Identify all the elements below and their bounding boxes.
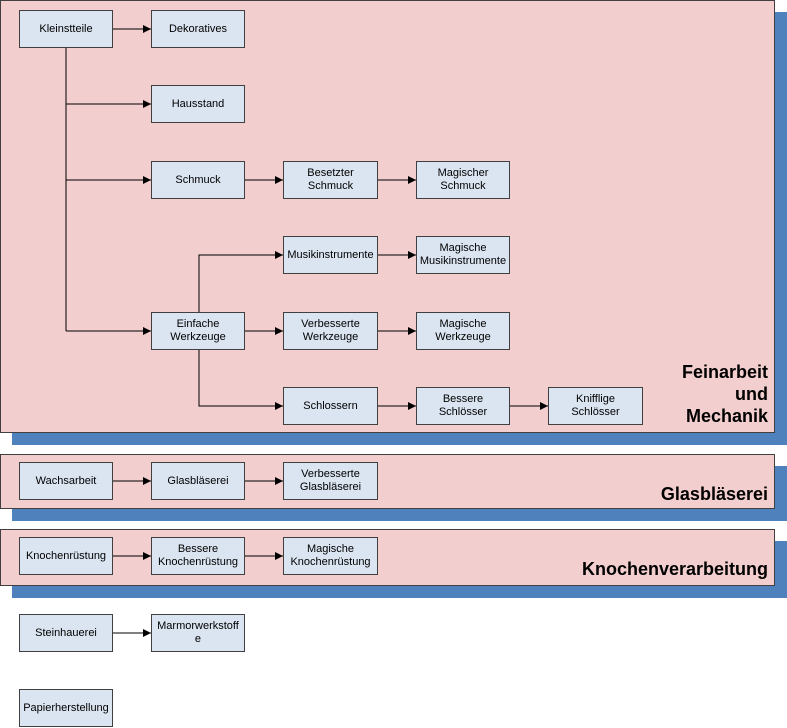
edge-einfache-musikinstrumente	[198, 251, 283, 312]
group-feinarbeit-und-mechanik: Feinarbeit und Mechanik	[0, 0, 775, 433]
node-magische-musikinstrumente[interactable]: Magische Musikinstrumente	[416, 236, 510, 274]
node-verbesserte-glasblaeserei[interactable]: Verbesserte Glasbläserei	[283, 462, 378, 500]
edge-einfache-schlossern	[198, 350, 283, 410]
node-schmuck[interactable]: Schmuck	[151, 161, 245, 199]
node-besetzter-schmuck[interactable]: Besetzter Schmuck	[283, 161, 378, 199]
node-bessere-knochenruestung[interactable]: Bessere Knochenrüstung	[151, 537, 245, 575]
node-knifflige-schloesser[interactable]: Knifflige Schlösser	[548, 387, 643, 425]
group-title-knochenverarbeitung: Knochenverarbeitung	[581, 559, 768, 579]
node-wachsarbeit[interactable]: Wachsarbeit	[19, 462, 113, 500]
node-marmorwerkstoffe[interactable]: Marmorwerkstoff e	[151, 614, 245, 652]
group-knochenverarbeitung: Knochenverarbeitung	[0, 529, 775, 586]
node-magischer-schmuck[interactable]: Magischer Schmuck	[416, 161, 510, 199]
node-magische-knochenruestung[interactable]: Magische Knochenrüstung	[283, 537, 378, 575]
node-steinhauerei[interactable]: Steinhauerei	[19, 614, 113, 652]
node-glasblaeserei[interactable]: Glasbläserei	[151, 462, 245, 500]
node-magische-werkzeuge[interactable]: Magische Werkzeuge	[416, 312, 510, 350]
group-title-glasblaeserei: Glasbläserei	[660, 484, 768, 504]
node-dekoratives[interactable]: Dekoratives	[151, 10, 245, 48]
group-title-feinarbeit: Feinarbeit und Mechanik	[681, 362, 768, 426]
node-einfache-werkzeuge[interactable]: Einfache Werkzeuge	[151, 312, 245, 350]
node-verbesserte-werkzeuge[interactable]: Verbesserte Werkzeuge	[283, 312, 378, 350]
node-kleinstteile[interactable]: Kleinstteile	[19, 10, 113, 48]
node-hausstand[interactable]: Hausstand	[151, 85, 245, 123]
node-papierherstellung[interactable]: Papierherstellung	[19, 689, 113, 727]
node-musikinstrumente[interactable]: Musikinstrumente	[283, 236, 378, 274]
node-bessere-schloesser[interactable]: Bessere Schlösser	[416, 387, 510, 425]
node-schlossern[interactable]: Schlossern	[283, 387, 378, 425]
node-knochenruestung[interactable]: Knochenrüstung	[19, 537, 113, 575]
